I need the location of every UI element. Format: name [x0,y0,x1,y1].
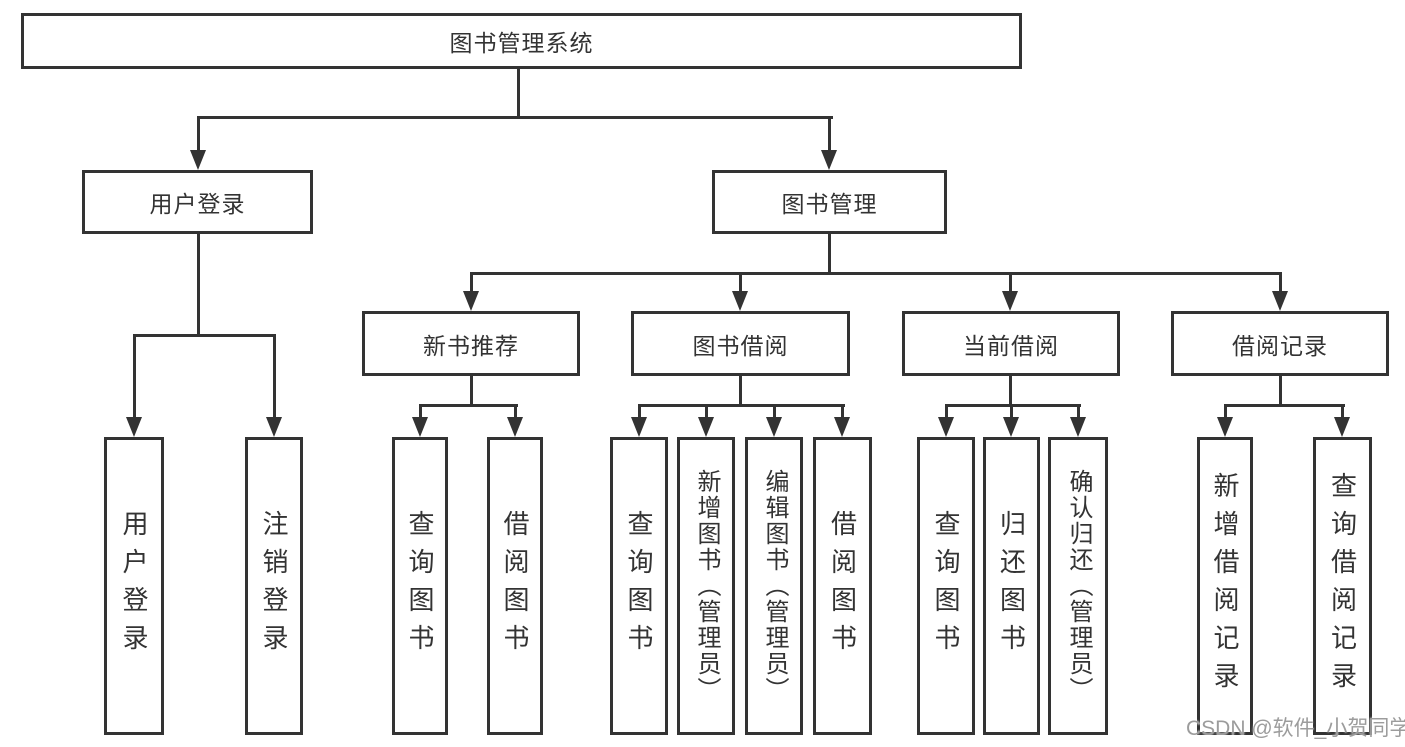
arrowhead-icon [1002,291,1018,311]
node-label: 借阅图书 [827,510,858,662]
arrowhead-icon [507,417,523,437]
connector-line [1341,404,1344,419]
node-edit-books-admin: 编辑图书（管理员） [745,437,803,735]
connector-line [828,116,831,152]
arrowhead-icon [1272,291,1288,311]
node-label: 借阅图书 [500,510,530,662]
arrowhead-icon [463,291,479,311]
arrowhead-icon [1217,417,1233,437]
arrowhead-icon [412,417,428,437]
node-label: 新增借阅记录 [1210,472,1240,700]
node-label: 确认归还（管理员） [1065,469,1092,703]
connector-line [1279,376,1282,407]
node-borrowing-records: 借阅记录 [1171,311,1389,376]
node-label: 编辑图书（管理员） [761,469,788,703]
node-user-login-leaf: 用户登录 [104,437,164,735]
node-label: 新增图书（管理员） [693,469,720,703]
connector-line [470,376,473,407]
arrowhead-icon [126,417,142,437]
connector-line [1009,376,1012,407]
arrowhead-icon [732,291,748,311]
connector-line [828,234,831,275]
node-user-login: 用户登录 [82,170,313,234]
node-borrow-books: 借阅图书 [813,437,872,735]
arrowhead-icon [190,150,206,170]
arrowhead-icon [631,417,647,437]
connector-line [1009,272,1012,294]
connector-line [197,116,200,152]
node-label: 用户登录 [149,191,246,217]
node-query-borrow-record: 查询借阅记录 [1313,437,1372,735]
node-query-books: 查询图书 [392,437,448,735]
arrowhead-icon [1003,417,1019,437]
node-add-books-admin: 新增图书（管理员） [677,437,735,735]
connector-line [739,376,742,407]
arrowhead-icon [1070,417,1086,437]
node-query-books: 查询图书 [610,437,668,735]
arrowhead-icon [698,417,714,437]
node-label: 查询图书 [405,510,435,662]
connector-line [773,404,776,419]
connector-line [945,404,948,419]
connector-line [739,272,742,294]
node-label: 查询图书 [624,510,654,662]
node-book-management: 图书管理 [712,170,947,234]
connector-line [1224,404,1227,419]
node-label: 图书管理系统 [449,30,594,56]
connector-line [273,334,276,420]
connector-line [470,272,473,294]
connector-line [945,404,1081,407]
connector-line [514,404,517,419]
connector-line [133,334,276,337]
watermark: CSDN @软件_小贺同学 [1186,717,1405,740]
connector-line [1279,272,1282,294]
node-label: 图书管理 [781,191,878,217]
node-label: 归还图书 [996,510,1027,662]
connector-line [517,69,520,119]
arrowhead-icon [834,417,850,437]
node-label: 查询图书 [931,510,961,662]
connector-line [197,233,200,337]
arrowhead-icon [821,150,837,170]
node-label: 借阅记录 [1232,332,1328,359]
connector-line [419,404,422,419]
node-add-borrow-record: 新增借阅记录 [1197,437,1253,735]
node-label: 注销登录 [259,510,289,662]
arrowhead-icon [1334,417,1350,437]
node-return-books: 归还图书 [983,437,1040,735]
connector-line [133,334,136,420]
node-confirm-return-admin: 确认归还（管理员） [1048,437,1108,735]
node-label: 新书推荐 [423,332,519,359]
connector-line [638,404,641,419]
arrowhead-icon [938,417,954,437]
node-book-borrowing: 图书借阅 [631,311,850,376]
arrowhead-icon [766,417,782,437]
connector-line [841,404,844,419]
node-query-books: 查询图书 [917,437,975,735]
node-new-book-recommendation: 新书推荐 [362,311,580,376]
connector-line [1077,404,1080,419]
node-borrow-books: 借阅图书 [487,437,543,735]
connector-line [470,272,1282,275]
node-label: 用户登录 [119,510,149,662]
connector-line [705,404,708,419]
connector-line [419,404,518,407]
connector-line [1224,404,1345,407]
connector-line [197,116,833,119]
node-library-management-system: 图书管理系统 [21,13,1022,69]
arrowhead-icon [266,417,282,437]
connector-line [638,404,845,407]
node-logout: 注销登录 [245,437,303,735]
node-label: 当前借阅 [963,332,1059,359]
connector-line [1010,404,1013,419]
node-label: 查询借阅记录 [1327,472,1358,700]
node-current-borrowing: 当前借阅 [902,311,1120,376]
node-label: 图书借阅 [692,332,789,359]
